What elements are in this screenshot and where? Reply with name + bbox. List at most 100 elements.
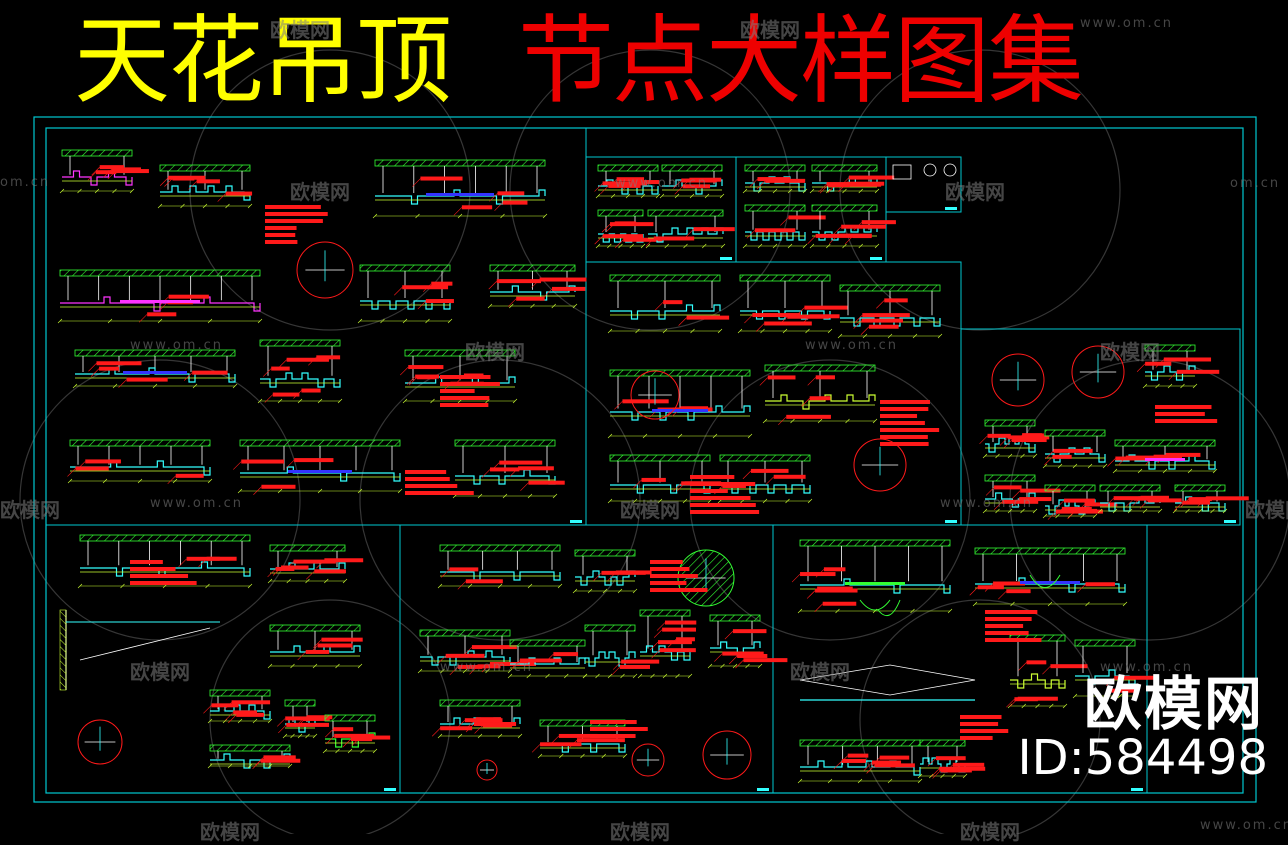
- detail-note-line: [650, 560, 683, 564]
- detail-dimension-tick: [120, 583, 125, 589]
- detail-slab: [744, 164, 806, 172]
- detail-note-line: [690, 503, 756, 507]
- detail-annotation-text: [286, 357, 329, 362]
- detail-slab: [1114, 439, 1216, 447]
- detail-dimension-tick: [982, 508, 988, 514]
- detail-dimension-tick: [502, 493, 508, 499]
- detail-dimension-tick: [1097, 508, 1103, 514]
- detail-dimension-tick: [912, 333, 918, 339]
- detail-dimension-tick: [137, 478, 143, 484]
- detail-leader: [1042, 665, 1051, 675]
- detail-dimension-tick: [527, 493, 533, 499]
- detail-dimension-tick: [335, 663, 340, 669]
- detail-dimension-tick: [335, 748, 340, 754]
- detail-dimension-tick: [1112, 468, 1118, 474]
- detail-leader: [728, 655, 738, 665]
- detail-leader: [417, 300, 427, 310]
- detail-annotation-text: [621, 659, 660, 664]
- detail-dimension-tick: [662, 328, 668, 334]
- detail-annotation-text: [815, 375, 835, 380]
- detail-dimension-tick: [760, 328, 765, 334]
- detail-annotation-text: [659, 648, 696, 653]
- detail-dimension-tick: [632, 498, 638, 504]
- detail-annotation-text: [317, 643, 353, 648]
- detail-dimension-tick: [357, 488, 363, 494]
- detail-leader: [253, 486, 262, 495]
- detail-note-line: [650, 581, 687, 585]
- detail-dimension-tick: [842, 243, 847, 249]
- detail-annotation-text: [1084, 502, 1118, 507]
- detail-annotation-text: [551, 286, 586, 291]
- detail-dimension-tick: [917, 773, 923, 779]
- detail-dimension-tick: [642, 433, 648, 439]
- detail-dimension-tick: [227, 763, 233, 769]
- sheet-panel: [885, 156, 962, 213]
- detail-annotation-text: [847, 753, 869, 758]
- detail-dimension-tick: [1021, 703, 1026, 709]
- detail-leader: [494, 202, 503, 211]
- detail-annotation-text: [827, 183, 850, 188]
- detail-annotation-text: [408, 365, 444, 370]
- detail-dimension-tick: [305, 578, 310, 584]
- detail-note-line: [880, 421, 925, 425]
- detail-dimension-tick: [887, 333, 893, 339]
- detail-annotation-text: [281, 565, 309, 570]
- detail-annotation-text: [994, 485, 1022, 490]
- detail-leader: [423, 283, 432, 292]
- detail-leader: [832, 226, 842, 235]
- detail-annotation-text: [225, 191, 253, 196]
- detail-dimension-tick: [517, 733, 523, 739]
- detail-dimension-tick: [1092, 513, 1098, 519]
- detail-dimension-tick: [947, 608, 953, 614]
- detail-annotation-text: [614, 221, 637, 226]
- detail-leader: [778, 416, 787, 426]
- detail-annotation-text: [168, 294, 209, 299]
- detail-note-line: [690, 489, 728, 493]
- detail-dimension-tick: [874, 188, 880, 194]
- detail-dimension-tick: [112, 188, 117, 194]
- detail-dimension-tick: [286, 578, 291, 584]
- detail-annotation-text: [665, 620, 697, 625]
- detail-dimension-tick: [317, 398, 323, 404]
- detail-leader: [651, 649, 660, 659]
- detail-dimension-tick: [282, 733, 288, 739]
- detail-dimension-tick: [650, 673, 655, 679]
- detail-dimension-tick: [809, 243, 815, 249]
- detail-annotation-text: [871, 760, 902, 765]
- detail-ceiling-profile: [610, 405, 751, 421]
- detail-ceiling-profile: [510, 657, 586, 665]
- detail-annotation-text: [861, 318, 903, 323]
- detail-annotation-text: [815, 588, 858, 593]
- detail-slab: [639, 609, 691, 617]
- title-part-yellow: 天花吊顶: [74, 5, 452, 117]
- detail-note-line: [1155, 405, 1212, 409]
- detail-ceiling-profile: [540, 743, 626, 753]
- detail-annotation-text: [1026, 660, 1047, 665]
- detail-dimension-tick: [59, 188, 65, 194]
- detail-dimension-tick: [372, 213, 378, 219]
- detail-annotation-text: [576, 738, 625, 743]
- detail-ceiling-profile: [765, 394, 876, 410]
- detail-dimension-tick: [837, 333, 843, 339]
- detail-dimension-tick: [1010, 601, 1015, 607]
- detail-slab: [61, 149, 133, 157]
- detail-dimension-tick: [797, 608, 803, 614]
- detail-dimension-tick: [607, 433, 613, 439]
- detail-dimension-tick: [1102, 693, 1108, 699]
- detail-dimension-tick: [1087, 693, 1093, 699]
- detail-dimension-tick: [657, 498, 663, 504]
- detail-leader: [457, 581, 467, 590]
- detail-note-line: [130, 581, 197, 585]
- detail-annotation-text: [841, 758, 866, 763]
- detail-dimension-tick: [1007, 508, 1013, 514]
- detail-dimension-tick: [937, 333, 943, 339]
- detail-leader: [90, 368, 100, 377]
- detail-dimension-tick: [372, 748, 378, 754]
- detail-leader: [791, 573, 801, 583]
- detail-annotation-text: [764, 321, 812, 326]
- detail-dimension-tick: [972, 601, 978, 607]
- detail-dimension-tick: [180, 203, 185, 209]
- detail-leader: [463, 646, 473, 656]
- detail-dimension-tick: [247, 203, 253, 209]
- detail-leader: [866, 765, 875, 774]
